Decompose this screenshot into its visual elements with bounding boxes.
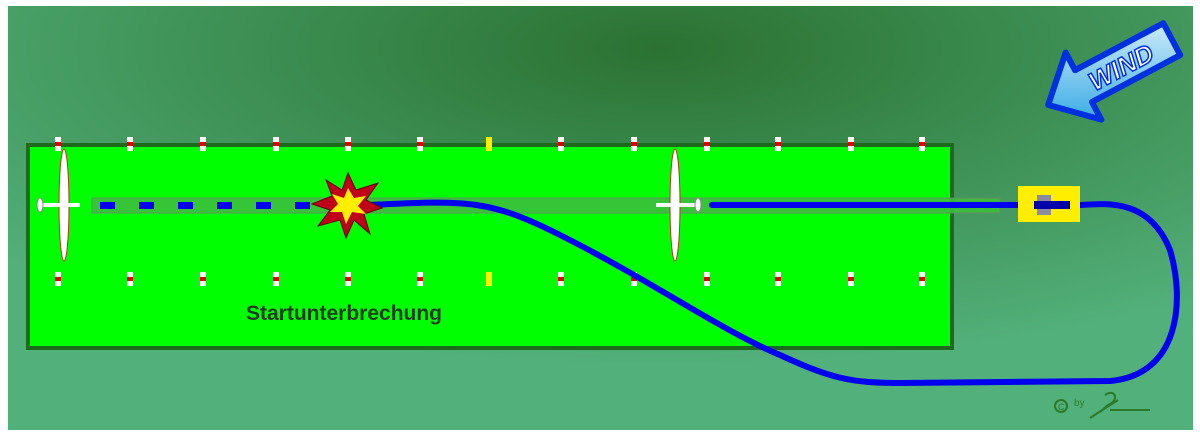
- runway-marker: [558, 137, 564, 151]
- wind-arrow-icon: WIND: [1045, 20, 1184, 123]
- svg-text:C: C: [1058, 402, 1065, 412]
- runway-marker: [127, 272, 133, 286]
- runway-marker: [631, 272, 637, 286]
- runway-marker: [273, 137, 279, 151]
- runway-marker: [848, 272, 854, 286]
- winch-cable: [367, 199, 1180, 387]
- cable-dashed-path: [100, 202, 310, 209]
- copyright-text: by: [1074, 398, 1085, 409]
- runway-marker: [417, 137, 423, 151]
- cable-dash: [178, 202, 193, 209]
- runway-marker: [55, 272, 61, 286]
- runway-marker: [775, 137, 781, 151]
- cable-dash: [256, 202, 271, 209]
- winch: [1018, 186, 1080, 222]
- runway-marker: [486, 137, 492, 151]
- explosion-icon: [310, 171, 384, 240]
- runway-marker: [55, 137, 61, 151]
- runway-marker: [417, 272, 423, 286]
- runway-marker: [775, 272, 781, 286]
- runway-marker: [345, 137, 351, 151]
- cable-dash: [139, 202, 154, 209]
- glider-start-icon: [36, 148, 80, 262]
- runway-marker: [345, 272, 351, 286]
- copyright-signature: C: [1054, 391, 1150, 419]
- runway-marker: [919, 137, 925, 151]
- runway-marker: [127, 137, 133, 151]
- runway-marker: [704, 272, 710, 286]
- runway-marker: [200, 137, 206, 151]
- runway-marker: [273, 272, 279, 286]
- runway-markers: [55, 137, 925, 286]
- event-label: Startunterbrechung: [246, 302, 443, 325]
- runway-marker: [631, 137, 637, 151]
- runway-marker: [200, 272, 206, 286]
- runway-marker: [558, 272, 564, 286]
- glider-icon: [656, 148, 702, 262]
- cable-dash: [217, 202, 232, 209]
- runway-marker: [704, 137, 710, 151]
- runway-marker: [486, 272, 492, 286]
- runway: [26, 143, 954, 350]
- runway-marker: [848, 137, 854, 151]
- cable-dash: [295, 202, 310, 209]
- cable-dash: [100, 202, 115, 209]
- runway-marker: [919, 272, 925, 286]
